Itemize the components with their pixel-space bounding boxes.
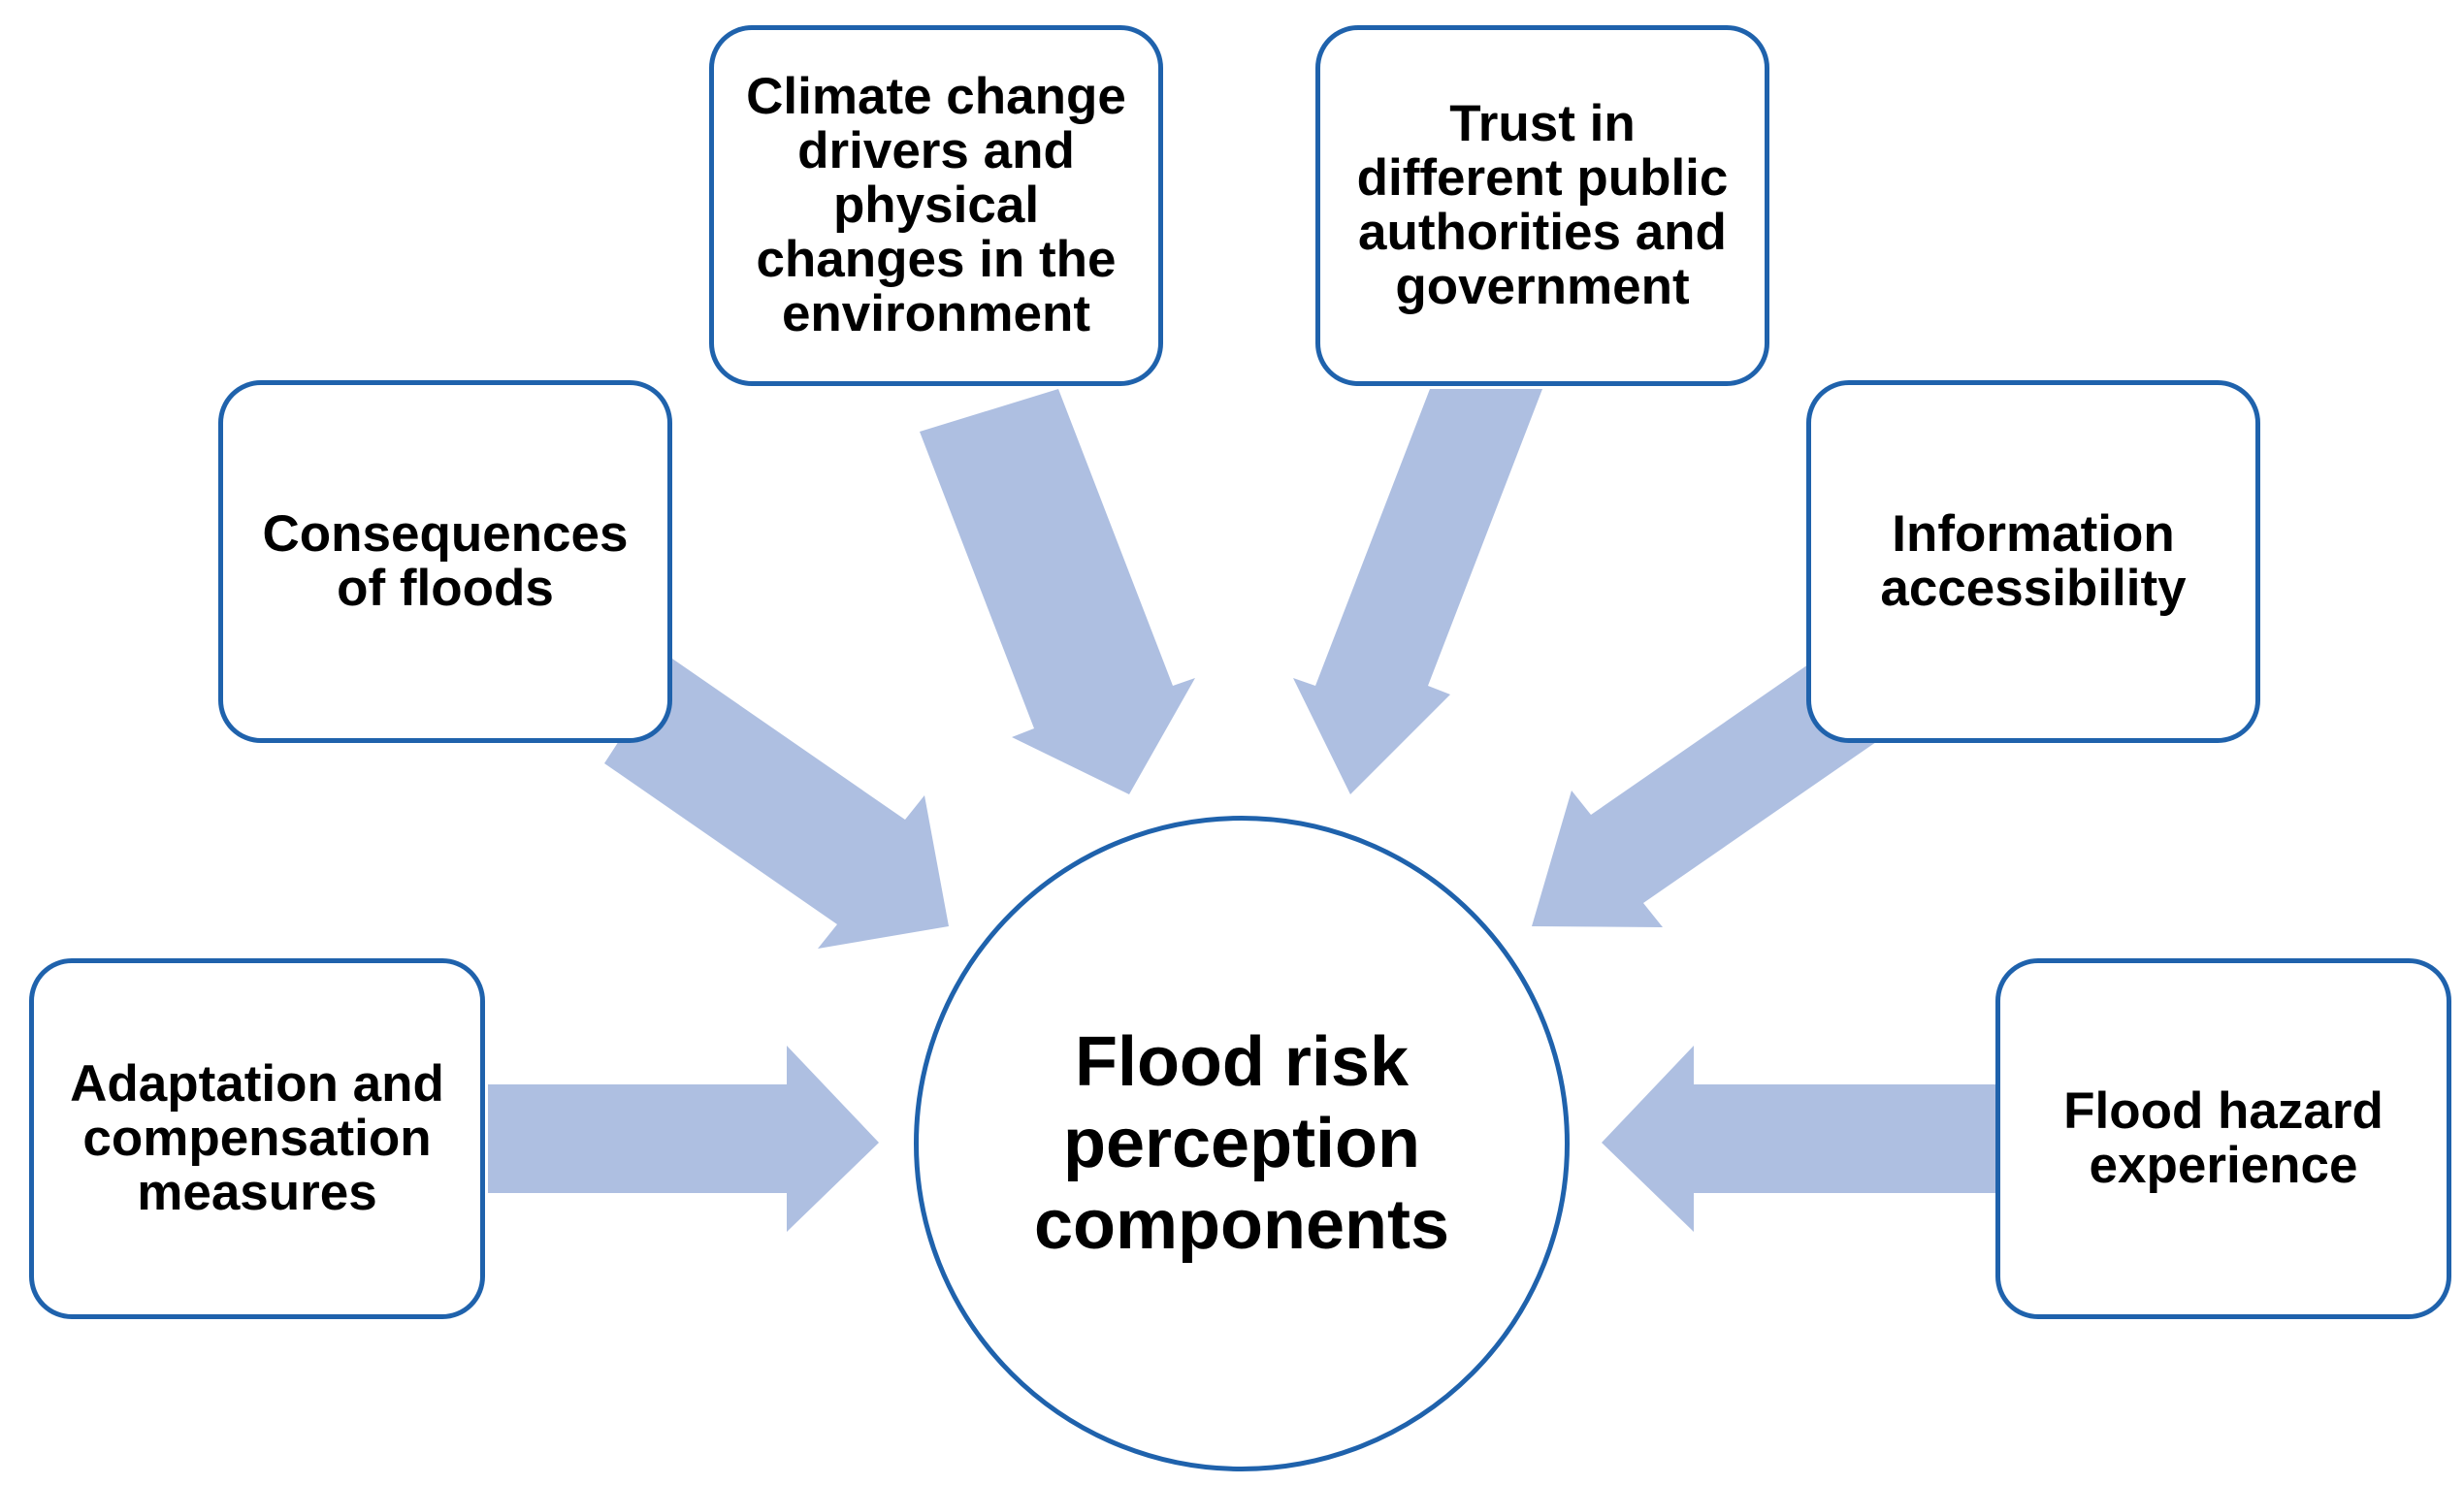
- experience-box: Flood hazard experience: [1995, 958, 2451, 1319]
- experience-label: Flood hazard experience: [2063, 1082, 2383, 1194]
- climate-change-box: Climate change drivers and physical chan…: [709, 25, 1163, 386]
- trust-box: Trust in different public authorities an…: [1315, 25, 1769, 386]
- center-label: Flood risk perception components: [1033, 1023, 1450, 1264]
- trust-label: Trust in different public authorities an…: [1356, 95, 1729, 315]
- center-circle: Flood risk perception components: [914, 816, 1570, 1471]
- consequences-label: Consequences of floods: [262, 505, 629, 617]
- adaptation-box: Adaptation and compensation measures: [29, 958, 485, 1319]
- adaptation-label: Adaptation and compensation measures: [70, 1055, 444, 1221]
- climate-change-label: Climate change drivers and physical chan…: [746, 68, 1126, 342]
- arrow-information: [1532, 654, 1876, 927]
- arrow-adaptation: [488, 1046, 879, 1232]
- arrow-trust: [1293, 389, 1542, 794]
- arrow-consequences: [604, 659, 949, 949]
- information-label: Information accessibility: [1880, 505, 2187, 617]
- information-box: Information accessibility: [1806, 380, 2260, 743]
- consequences-box: Consequences of floods: [218, 380, 672, 743]
- arrow-experience: [1602, 1046, 1995, 1232]
- arrow-climate: [920, 389, 1195, 794]
